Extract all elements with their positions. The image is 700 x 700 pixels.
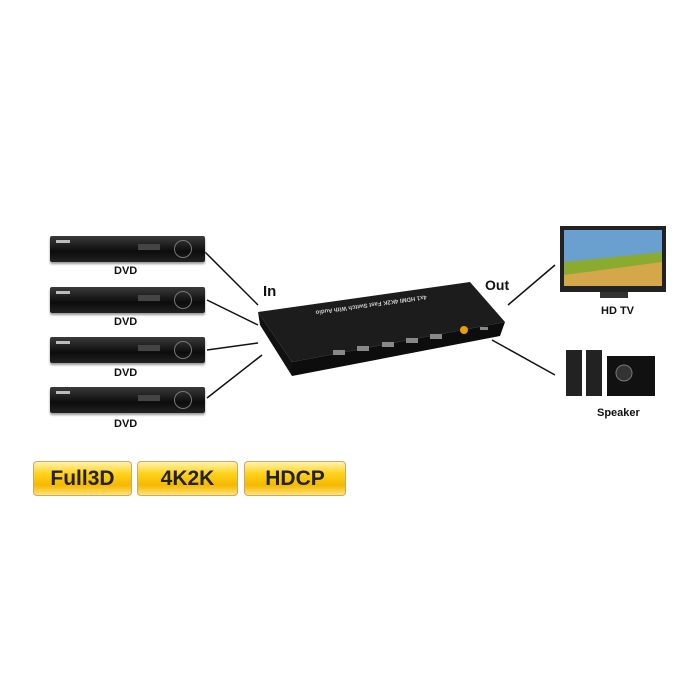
dvd-label-3: DVD bbox=[114, 367, 138, 379]
hdmi-switch-device bbox=[258, 282, 505, 376]
dvd-label-4: DVD bbox=[114, 418, 138, 430]
line-dvd-3 bbox=[206, 342, 259, 351]
line-dvd-1 bbox=[204, 251, 259, 306]
badge-hdcp: HDCP bbox=[244, 461, 346, 496]
line-dvd-2 bbox=[206, 299, 259, 326]
dvd-player-2 bbox=[50, 287, 205, 313]
line-dvd-4 bbox=[206, 354, 263, 399]
line-speaker bbox=[491, 339, 556, 376]
hd-tv-label: HD TV bbox=[601, 305, 634, 317]
speaker-label: Speaker bbox=[597, 407, 640, 419]
hd-tv-image bbox=[560, 226, 666, 298]
dvd-player-3 bbox=[50, 337, 205, 363]
in-label: In bbox=[263, 283, 277, 300]
dvd-label-2: DVD bbox=[114, 316, 138, 328]
line-tv bbox=[507, 264, 556, 306]
badge-4k2k: 4K2K bbox=[137, 461, 238, 496]
out-label: Out bbox=[485, 277, 510, 293]
dvd-label-1: DVD bbox=[114, 265, 138, 277]
dvd-player-4 bbox=[50, 387, 205, 413]
speaker-image bbox=[566, 350, 655, 396]
badge-full3d: Full3D bbox=[33, 461, 132, 496]
dvd-player-1 bbox=[50, 236, 205, 262]
